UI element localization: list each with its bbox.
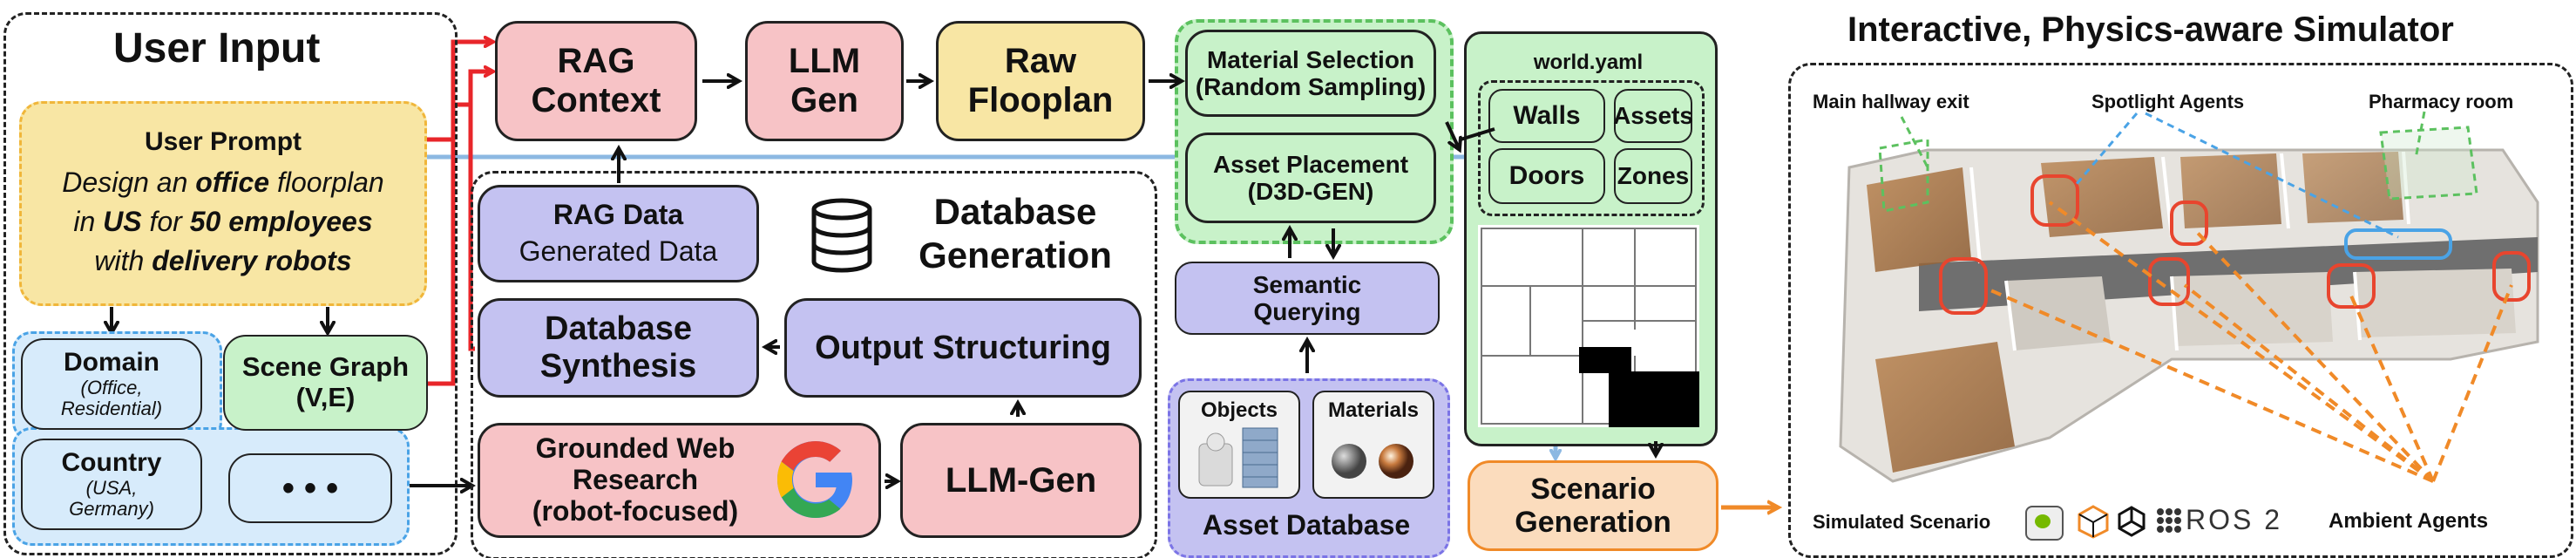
database-title-line2: Generation <box>919 235 1112 276</box>
simulated-scenario-label: Simulated Scenario <box>1813 511 1991 533</box>
web-research-line3: (robot-focused) <box>532 494 739 527</box>
domain-box: Domain (Office, Residential) <box>21 338 202 430</box>
domain-title: Domain <box>63 348 159 378</box>
floorplan-preview <box>1478 225 1699 427</box>
material-selection-line2: (Random Sampling) <box>1195 73 1427 100</box>
user-prompt-run: for <box>141 205 190 237</box>
database-synthesis-line2: Synthesis <box>539 348 697 384</box>
asset-placement-line1: Asset Placement <box>1212 150 1409 178</box>
user-prompt-run: with <box>94 244 153 276</box>
spotlight-agents-label: Spotlight Agents <box>2091 91 2245 112</box>
rag-context-line2: Context <box>531 81 661 119</box>
output-structuring-box: Output Structuring <box>784 298 1142 398</box>
scene-graph-box: Scene Graph (V,E) <box>223 335 428 431</box>
user-prompt-title: User Prompt <box>144 126 302 156</box>
pharmacy-room-label: Pharmacy room <box>2369 91 2514 112</box>
asset-database-title: Asset Database <box>1202 509 1411 541</box>
materials-thumbnail-icon <box>1332 443 1413 479</box>
user-prompt-line: Design an office floorplan <box>62 163 383 202</box>
material-selection-line1: Material Selection <box>1206 45 1415 73</box>
ambient-agents-label: Ambient Agents <box>2329 509 2489 533</box>
scenario-generation-box: Scenario Generation <box>1468 460 1718 551</box>
materials-box: Materials <box>1312 391 1434 499</box>
google-logo-icon <box>777 441 852 518</box>
simulator-panel <box>1788 63 2573 558</box>
user-prompt-run: 50 employees <box>189 205 373 237</box>
zones-box: Zones <box>1614 148 1692 204</box>
country-sub2: Germany) <box>69 498 154 521</box>
user-prompt-run: floorplan <box>269 167 384 199</box>
web-research-line1: Grounded Web <box>535 432 736 465</box>
world-yaml-fields <box>1478 80 1705 216</box>
gazebo-logo-icon <box>2078 505 2109 539</box>
more-options-box: • • • <box>228 453 392 523</box>
database-synthesis-box: Database Synthesis <box>478 298 759 398</box>
database-icon <box>811 198 872 273</box>
scene-graph-title: Scene Graph <box>241 351 410 383</box>
llm-gen-box: LLM Gen <box>745 21 904 141</box>
semantic-querying-line1: Semantic <box>1252 270 1362 298</box>
raw-floorplan-line1: Raw <box>1004 42 1077 81</box>
objects-thumbnail-icon <box>1198 427 1278 488</box>
rag-data-label: RAG Data <box>552 199 684 231</box>
world-yaml-title: world.yaml <box>1533 51 1644 74</box>
simulator-title: Interactive, Physics-aware Simulator <box>1847 10 2454 49</box>
user-prompt-run: US <box>103 205 142 237</box>
rag-context-box: RAG Context <box>495 21 697 141</box>
generated-data-label: Generated Data <box>519 235 718 267</box>
scenario-line1: Scenario <box>1530 472 1656 506</box>
domain-sub2: Residential) <box>60 398 163 420</box>
database-generation-title: Database Generation <box>898 190 1133 278</box>
semantic-querying-line2: Querying <box>1253 298 1361 325</box>
user-prompt-run: delivery robots <box>152 244 352 276</box>
llm-gen-line2: Gen <box>790 81 858 119</box>
semantic-querying-box: Semantic Querying <box>1175 262 1440 335</box>
web-research-line2: Research <box>572 464 699 496</box>
doors-box: Doors <box>1488 148 1605 204</box>
user-input-title: User Input <box>113 25 321 71</box>
raw-floorplan-box: Raw Flooplan <box>936 21 1145 141</box>
unity-logo-icon <box>2118 506 2146 537</box>
scenario-line2: Generation <box>1515 506 1671 539</box>
database-title-line1: Database <box>933 191 1097 232</box>
llm-gen-db-box: LLM-Gen <box>900 423 1142 538</box>
simulator-render <box>1839 111 2539 483</box>
objects-label: Objects <box>1200 398 1278 422</box>
country-sub1: (USA, <box>85 476 138 499</box>
scene-graph-sub: (V,E) <box>295 382 356 412</box>
country-title: Country <box>61 448 162 478</box>
user-prompt-line: in US for 50 employees <box>62 202 383 242</box>
rag-data-box: RAG Data Generated Data <box>478 185 759 282</box>
user-prompt-run: in <box>73 205 104 237</box>
ros2-logo-text: ROS 2 <box>2186 504 2283 535</box>
rag-context-line1: RAG <box>557 42 635 81</box>
user-prompt-run: Design an <box>62 167 196 199</box>
ros-dots-icon <box>2157 508 2181 533</box>
raw-floorplan-line2: Flooplan <box>967 81 1114 119</box>
user-prompt-line: with delivery robots <box>62 242 383 281</box>
domain-sub1: (Office, <box>80 376 143 398</box>
user-prompt-run: office <box>195 167 270 199</box>
country-box: Country (USA, Germany) <box>21 439 202 530</box>
llm-gen-line1: LLM <box>788 42 861 81</box>
material-selection-box: Material Selection (Random Sampling) <box>1185 30 1436 117</box>
materials-label: Materials <box>1327 398 1420 422</box>
user-input-panel <box>3 12 458 555</box>
nvidia-logo-icon <box>2025 506 2064 541</box>
asset-placement-box: Asset Placement (D3D-GEN) <box>1185 133 1436 223</box>
database-synthesis-line1: Database <box>545 310 692 348</box>
asset-placement-line2: (D3D-GEN) <box>1247 178 1374 205</box>
assets-box: Assets <box>1613 89 1693 143</box>
walls-box: Walls <box>1488 89 1605 143</box>
main-hallway-exit-label: Main hallway exit <box>1813 91 1969 112</box>
objects-box: Objects <box>1178 391 1300 499</box>
